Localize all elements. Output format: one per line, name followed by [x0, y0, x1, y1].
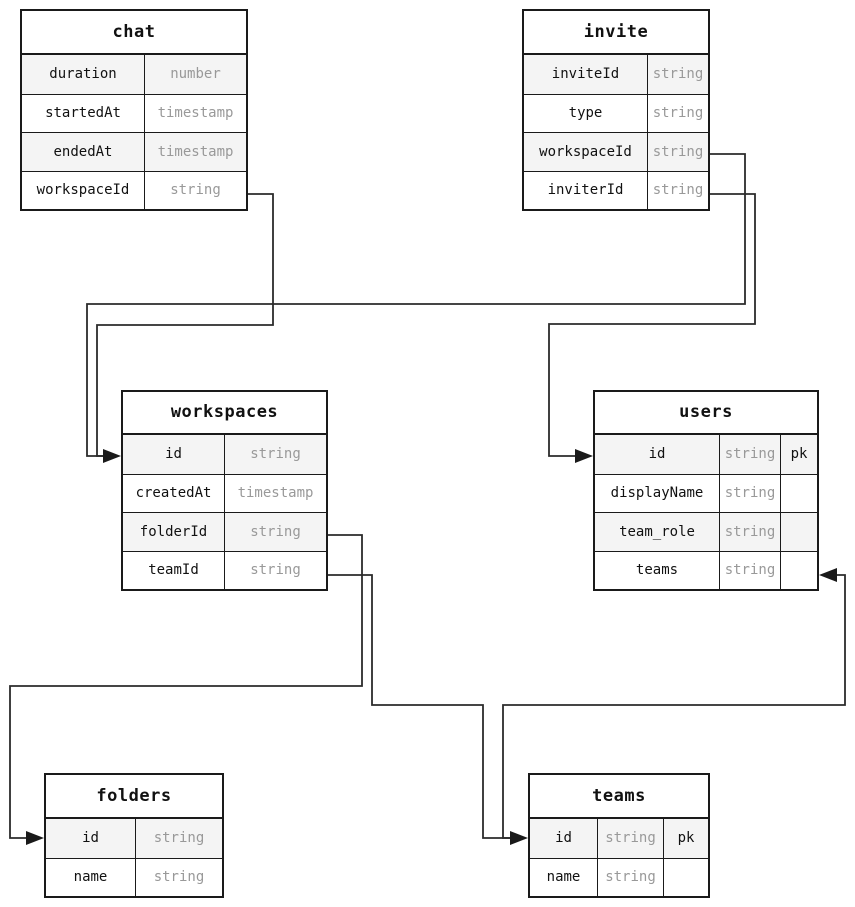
field-key: pk: [663, 818, 708, 858]
field-type: string: [144, 171, 246, 209]
field-name: endedAt: [53, 143, 113, 160]
field-type: string: [719, 474, 780, 512]
table-folders[interactable]: folders id string name string: [44, 773, 224, 898]
field-name: name: [73, 869, 108, 886]
row-invite-workspaceId[interactable]: workspaceId string: [524, 132, 708, 171]
row-users-displayName[interactable]: displayName string: [595, 473, 817, 512]
row-invite-type[interactable]: type string: [524, 93, 708, 132]
arrowhead-into-teams-id: [510, 831, 528, 845]
field-type: string: [135, 818, 222, 858]
row-workspaces-id[interactable]: id string: [123, 433, 326, 474]
row-workspaces-teamId[interactable]: teamId string: [123, 550, 326, 589]
field-type: timestamp: [144, 133, 246, 171]
field-key: pk: [780, 434, 817, 474]
field-name: id: [648, 446, 666, 462]
row-chat-workspaceId[interactable]: workspaceId string: [22, 170, 246, 209]
field-name: id: [82, 830, 99, 846]
row-invite-inviterId[interactable]: inviterId string: [524, 170, 708, 209]
arrowhead-into-workspaces-id: [103, 449, 121, 463]
field-name: createdAt: [135, 485, 212, 502]
arrowhead-into-users-id: [575, 449, 593, 463]
row-workspaces-createdAt[interactable]: createdAt timestamp: [123, 473, 326, 512]
table-title-folders: folders: [46, 775, 222, 818]
field-name: teamId: [148, 562, 199, 579]
arrowhead-into-users-teams: [819, 568, 837, 582]
table-title-teams: teams: [530, 775, 708, 818]
field-key: [780, 551, 817, 589]
field-name: id: [165, 446, 182, 462]
field-type: timestamp: [224, 474, 326, 512]
field-name: inviterId: [547, 182, 624, 199]
field-type: string: [719, 513, 780, 551]
row-chat-startedAt[interactable]: startedAt timestamp: [22, 93, 246, 132]
field-name: id: [555, 830, 572, 846]
field-type: string: [597, 858, 663, 896]
field-type: string: [224, 513, 326, 551]
row-invite-inviteId[interactable]: inviteId string: [524, 53, 708, 94]
row-folders-id[interactable]: id string: [46, 817, 222, 858]
table-title-invite: invite: [524, 11, 708, 54]
row-users-team_role[interactable]: team_role string: [595, 512, 817, 551]
table-title-workspaces: workspaces: [123, 392, 326, 434]
row-folders-name[interactable]: name string: [46, 857, 222, 896]
table-title-users: users: [595, 392, 817, 434]
field-name: team_role: [619, 523, 695, 540]
field-name: inviteId: [551, 66, 620, 82]
row-chat-duration[interactable]: duration number: [22, 53, 246, 94]
table-title-chat: chat: [22, 11, 246, 54]
field-name: teams: [635, 562, 679, 579]
row-chat-endedAt[interactable]: endedAt timestamp: [22, 132, 246, 171]
field-key: [780, 513, 817, 551]
field-name: displayName: [610, 485, 704, 502]
field-type: timestamp: [144, 94, 246, 132]
field-key: [780, 474, 817, 512]
field-type: string: [647, 133, 708, 171]
field-key: [663, 858, 708, 896]
field-type: string: [647, 171, 708, 209]
field-name: type: [568, 105, 603, 122]
field-name: workspaceId: [36, 182, 130, 199]
field-name: workspaceId: [539, 143, 632, 160]
field-type: string: [719, 551, 780, 589]
field-type: string: [224, 434, 326, 474]
field-name: folderId: [139, 523, 208, 540]
field-type: number: [144, 54, 246, 94]
field-name: duration: [49, 66, 117, 82]
row-users-teams[interactable]: teams string: [595, 550, 817, 589]
field-name: name: [546, 869, 581, 886]
field-type: string: [647, 94, 708, 132]
relationship-line: [328, 574, 511, 839]
field-type: string: [597, 818, 663, 858]
field-type: string: [224, 551, 326, 589]
field-type: string: [719, 434, 780, 474]
field-name: startedAt: [45, 105, 121, 122]
row-workspaces-folderId[interactable]: folderId string: [123, 512, 326, 551]
field-type: string: [647, 54, 708, 94]
arrowhead-into-folders-id: [26, 831, 44, 845]
row-teams-name[interactable]: name string: [530, 857, 708, 896]
field-type: string: [135, 858, 222, 896]
